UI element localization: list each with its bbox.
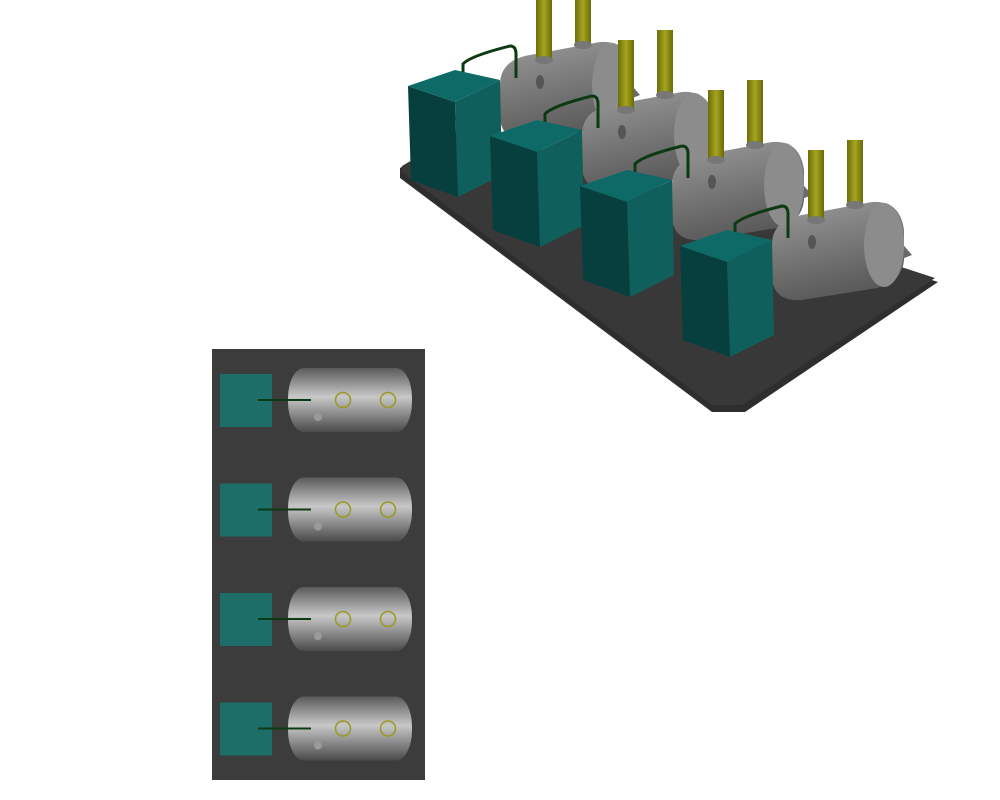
control-box-right-face bbox=[537, 130, 584, 247]
chimney-plan bbox=[334, 610, 352, 628]
chimney bbox=[808, 150, 824, 220]
control-box-top-face bbox=[408, 70, 500, 102]
pipe bbox=[543, 94, 600, 128]
control-box-left-face bbox=[490, 136, 540, 247]
iso-units bbox=[408, 0, 912, 357]
tank-nozzle bbox=[708, 175, 716, 189]
control-box-left-face bbox=[408, 86, 458, 197]
plan-unit bbox=[220, 477, 412, 542]
iso-unit bbox=[680, 140, 912, 357]
chimney-plan bbox=[379, 501, 397, 518]
chimney bbox=[747, 80, 763, 145]
tank-nozzle bbox=[808, 235, 816, 249]
plan-unit bbox=[220, 696, 412, 761]
tank-nozzle bbox=[536, 75, 544, 89]
pipe bbox=[633, 144, 690, 178]
iso-unit bbox=[490, 30, 722, 247]
tank-nozzle bbox=[618, 125, 626, 139]
nozzle-plan bbox=[314, 413, 322, 421]
chimney-base bbox=[846, 201, 864, 209]
isometric-view bbox=[400, 0, 938, 412]
chimney-base bbox=[807, 216, 825, 224]
chimney-plan bbox=[379, 391, 397, 409]
control-box-right-face bbox=[727, 240, 774, 357]
chimney-base bbox=[535, 56, 553, 64]
control-box-right-face bbox=[455, 80, 502, 197]
chimney-base bbox=[574, 41, 592, 49]
chimney bbox=[575, 0, 591, 45]
control-box-left-face bbox=[580, 186, 630, 297]
chimney-base bbox=[707, 156, 725, 164]
chimney-plan bbox=[334, 501, 352, 518]
iso-unit bbox=[580, 80, 812, 297]
plan-unit bbox=[220, 368, 412, 432]
chimney bbox=[657, 30, 673, 95]
tank-end-cap bbox=[864, 203, 904, 287]
chimney-plan bbox=[379, 610, 397, 628]
plan-view bbox=[212, 349, 425, 780]
control-box-top-face bbox=[580, 170, 672, 202]
chimney-base bbox=[746, 141, 764, 149]
pipe bbox=[461, 44, 518, 78]
control-box-left-face bbox=[680, 246, 730, 357]
control-box-top-face bbox=[490, 120, 582, 152]
chimney-plan bbox=[334, 391, 352, 409]
plan-unit bbox=[220, 587, 412, 651]
control-box-top-face bbox=[680, 230, 772, 262]
chimney-plan bbox=[379, 720, 397, 737]
chimney-base bbox=[617, 106, 635, 114]
nozzle-plan bbox=[314, 741, 322, 750]
chimney bbox=[708, 90, 724, 160]
chimney bbox=[618, 40, 634, 110]
chimney bbox=[847, 140, 863, 205]
nozzle-plan bbox=[314, 632, 322, 640]
chimney-plan bbox=[334, 720, 352, 737]
chimney bbox=[536, 0, 552, 60]
pipe bbox=[733, 204, 790, 238]
nozzle-plan bbox=[314, 522, 322, 531]
chimney-base bbox=[656, 91, 674, 99]
tank-end-cap bbox=[764, 143, 804, 227]
control-box-right-face bbox=[627, 180, 674, 297]
